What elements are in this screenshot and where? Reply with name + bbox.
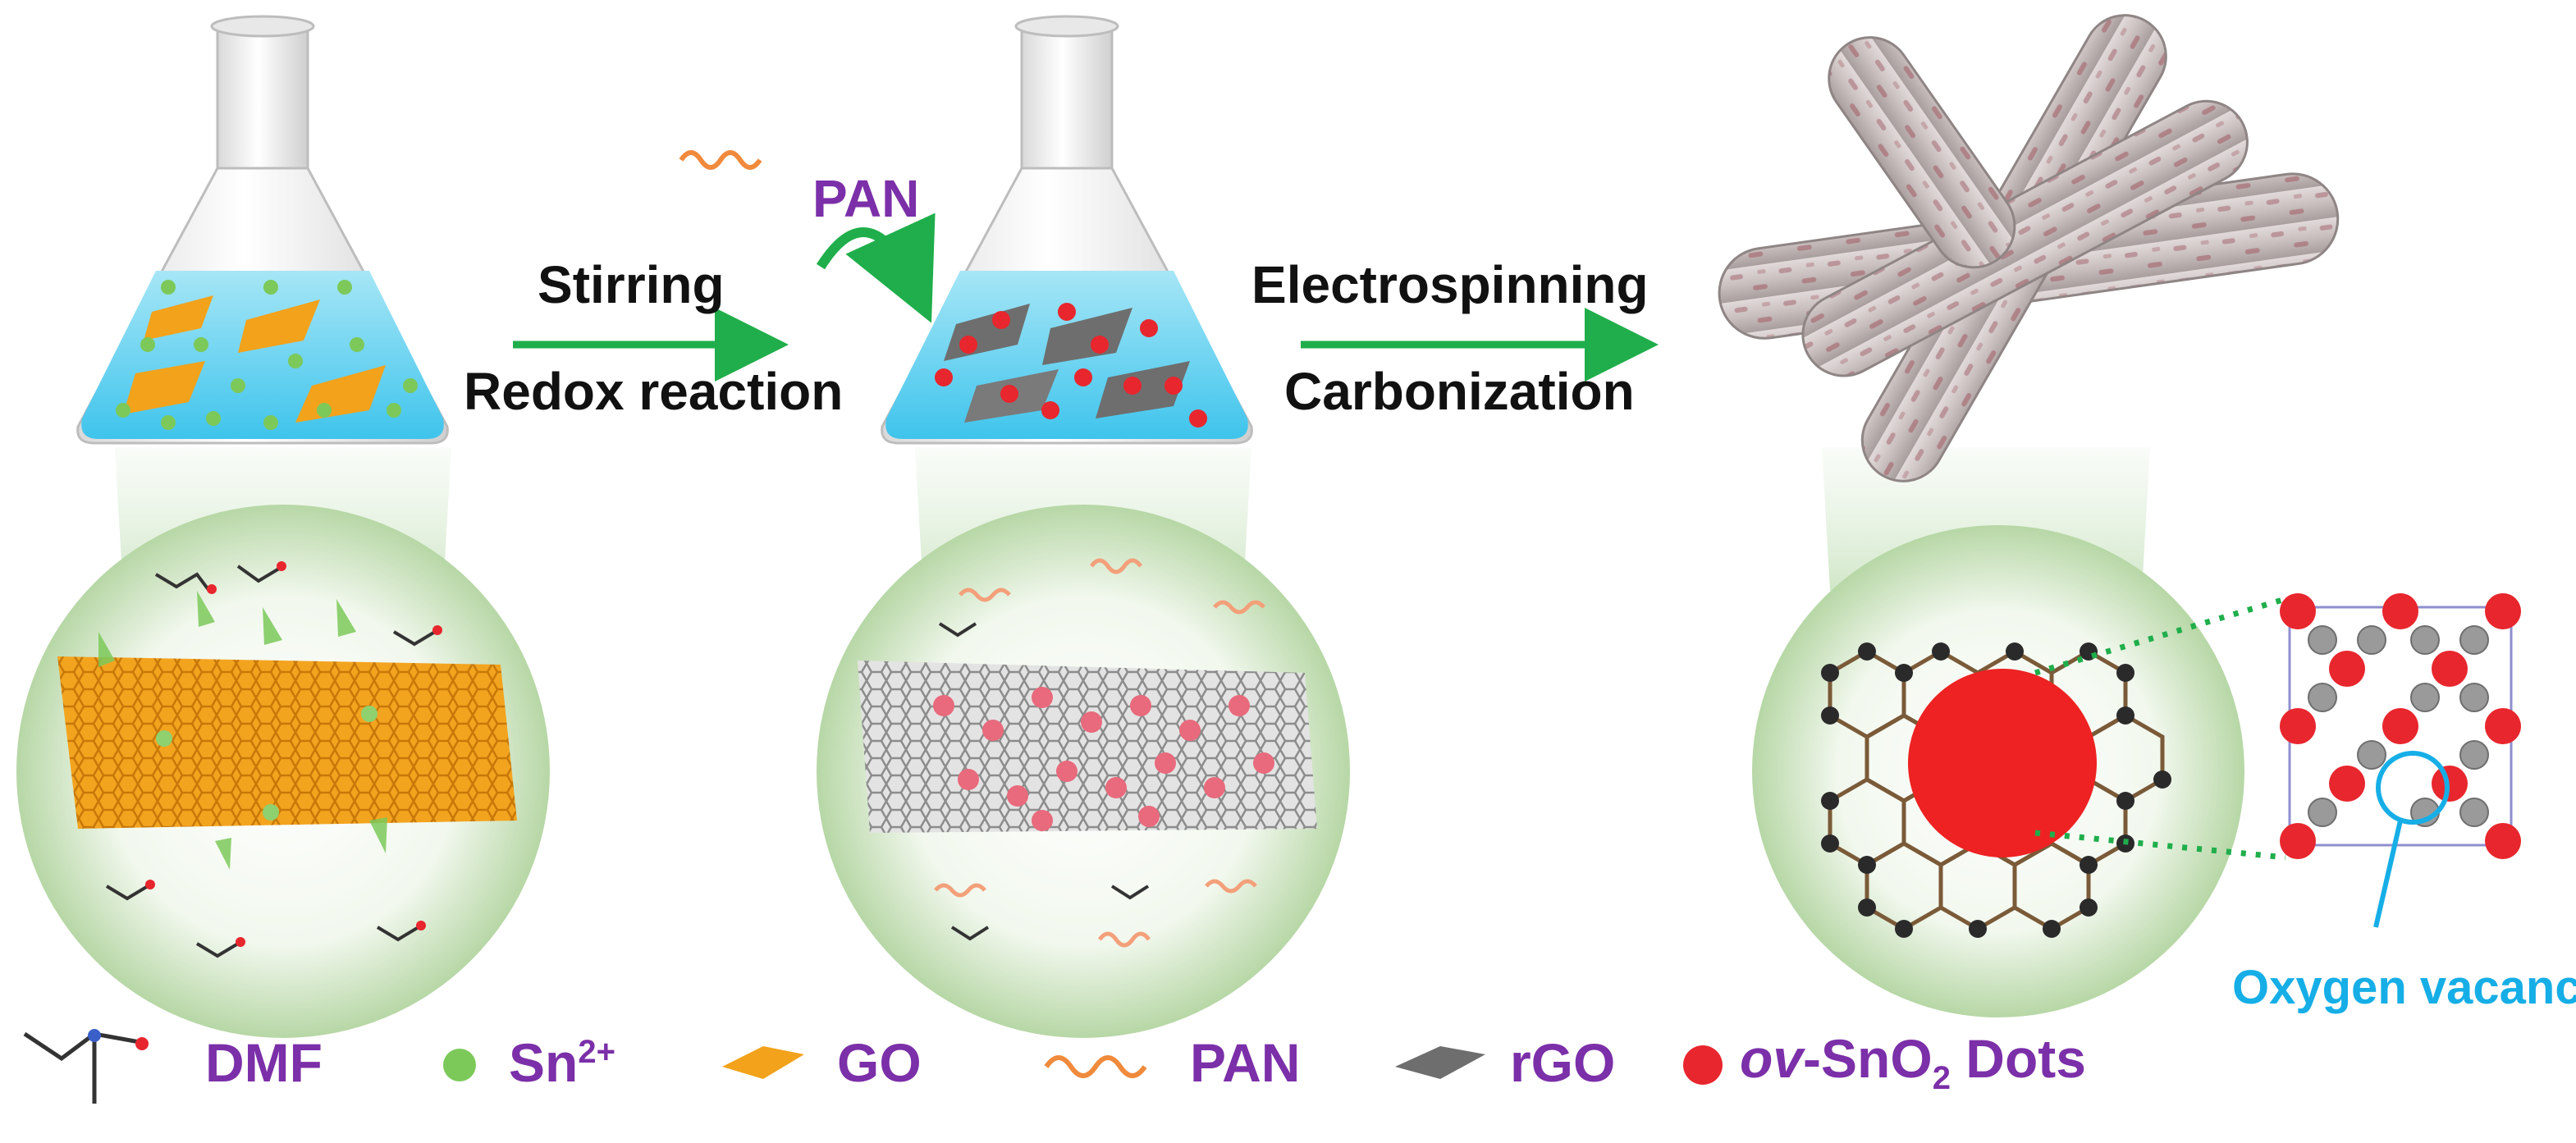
go-sheet (57, 656, 517, 829)
legend-dmf-label: DMF (205, 1032, 323, 1093)
sno2-crystal-cell (2280, 593, 2521, 928)
sn-ion-icon (443, 1049, 476, 1081)
zoom-sphere-sno2-dot (1752, 525, 2244, 1017)
legend-ov-sno2-label: ov-SnO2 Dots (1740, 1028, 2086, 1097)
zoom-sphere-rgo (817, 505, 1350, 1038)
step-2-line-2: Carbonization (1284, 362, 1635, 421)
legend-graphics (23, 1029, 1723, 1104)
go-sheet-icon (722, 1046, 804, 1079)
pan-chain-icon (1044, 1055, 1147, 1078)
vacancy-pointer (2373, 820, 2403, 928)
dmf-molecule-icon (23, 1031, 140, 1104)
legend-item-ov-sno2: ov-SnO2 Dots (1740, 997, 2086, 1128)
flask-rgo-sno2 (881, 15, 1253, 591)
legend-item-rgo: rGO (1510, 997, 1615, 1128)
legend-sn-label: Sn2+ (509, 1032, 615, 1093)
zoom-line-bottom (2034, 830, 2286, 861)
step-1-line-2: Redox reaction (464, 362, 844, 421)
oxygen-vacancy-label: Oxygen vacancy (2232, 961, 2576, 1014)
zoom-sphere-go (16, 505, 550, 1038)
ov-sno2-dot-icon (1683, 1045, 1723, 1085)
curved-arrow (816, 213, 936, 323)
rgo-sheet (858, 661, 1317, 833)
rgo-sheet-icon (1395, 1046, 1485, 1079)
pan-reagent-label: PAN (812, 169, 920, 228)
carbon-nanofibers (1718, 14, 2340, 591)
sno2-dot (1908, 669, 2097, 857)
step-1-line-1: Stirring (538, 255, 725, 314)
legend-item-sn: Sn2+ (509, 997, 615, 1128)
legend-pan-label: PAN (1190, 1032, 1301, 1093)
pan-wavy-icon (679, 150, 762, 170)
step-2-line-1: Electrospinning (1251, 255, 1649, 314)
vacancy-circle (2376, 751, 2450, 825)
legend-go-label: GO (837, 1032, 922, 1093)
legend-item-go: GO (837, 997, 922, 1128)
legend: DMF Sn2+ GO PAN rGO ov-SnO2 Dots (0, 997, 2576, 1128)
legend-item-dmf: DMF (205, 997, 323, 1128)
legend-item-pan: PAN (1190, 997, 1300, 1128)
legend-rgo-label: rGO (1510, 1032, 1616, 1093)
